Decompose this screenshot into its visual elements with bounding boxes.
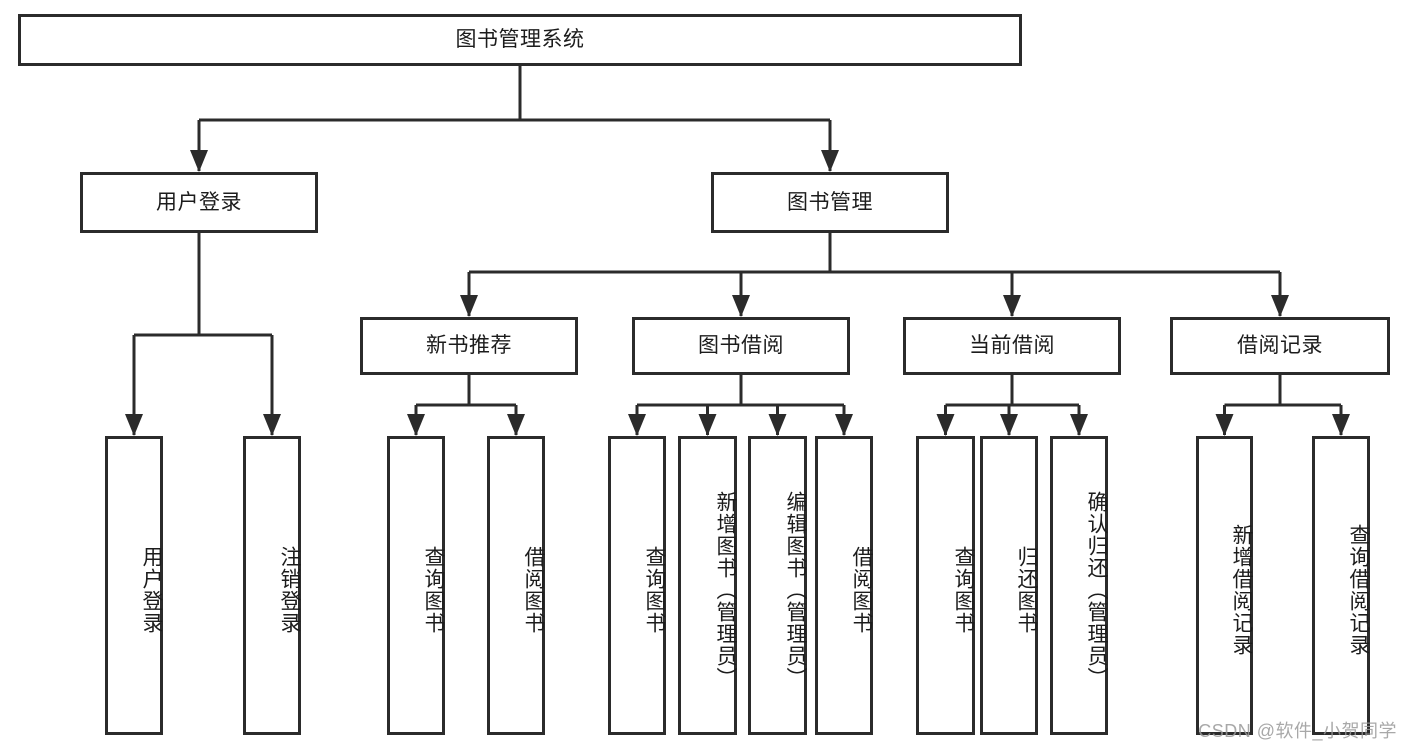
arrow-head-icon <box>936 414 955 436</box>
leaf-node-box[interactable] <box>243 436 301 735</box>
arrow-head-icon <box>407 414 425 436</box>
arrow-head-icon <box>821 150 839 172</box>
arrow-head-icon <box>1070 414 1088 436</box>
level3-node-box[interactable] <box>360 317 578 375</box>
leaf-node-box[interactable] <box>916 436 975 735</box>
leaf-node-box[interactable] <box>608 436 666 735</box>
level2-node-box[interactable] <box>711 172 949 233</box>
arrow-head-icon <box>263 414 281 436</box>
arrow-head-icon <box>698 414 717 436</box>
arrow-head-icon <box>190 150 208 172</box>
connector-layer <box>125 66 1350 436</box>
leaf-node-box[interactable] <box>678 436 737 735</box>
level2-node-box[interactable] <box>80 172 318 233</box>
leaf-node-box[interactable] <box>980 436 1038 735</box>
leaf-node-box[interactable] <box>1196 436 1253 735</box>
leaf-node-box[interactable] <box>815 436 873 735</box>
arrow-head-icon <box>1000 414 1018 436</box>
box-layer <box>18 14 1390 735</box>
leaf-node-box[interactable] <box>1050 436 1108 735</box>
leaf-node-box[interactable] <box>748 436 807 735</box>
leaf-node-box[interactable] <box>487 436 545 735</box>
level3-node-box[interactable] <box>903 317 1121 375</box>
arrow-head-icon <box>1215 414 1234 436</box>
arrow-head-icon <box>768 414 787 436</box>
arrow-head-icon <box>628 414 646 436</box>
arrow-head-icon <box>125 414 143 436</box>
arrow-head-icon <box>460 295 478 317</box>
level3-node-box[interactable] <box>632 317 850 375</box>
level3-node-box[interactable] <box>1170 317 1390 375</box>
leaf-node-box[interactable] <box>387 436 445 735</box>
arrow-head-icon <box>507 414 525 436</box>
leaf-node-box[interactable] <box>1312 436 1370 735</box>
arrow-head-icon <box>1003 295 1021 317</box>
arrow-head-icon <box>1332 414 1350 436</box>
arrow-head-icon <box>1271 295 1289 317</box>
arrow-head-icon <box>835 414 853 436</box>
root-node-box[interactable] <box>18 14 1022 66</box>
arrow-head-icon <box>732 295 750 317</box>
leaf-node-box[interactable] <box>105 436 163 735</box>
